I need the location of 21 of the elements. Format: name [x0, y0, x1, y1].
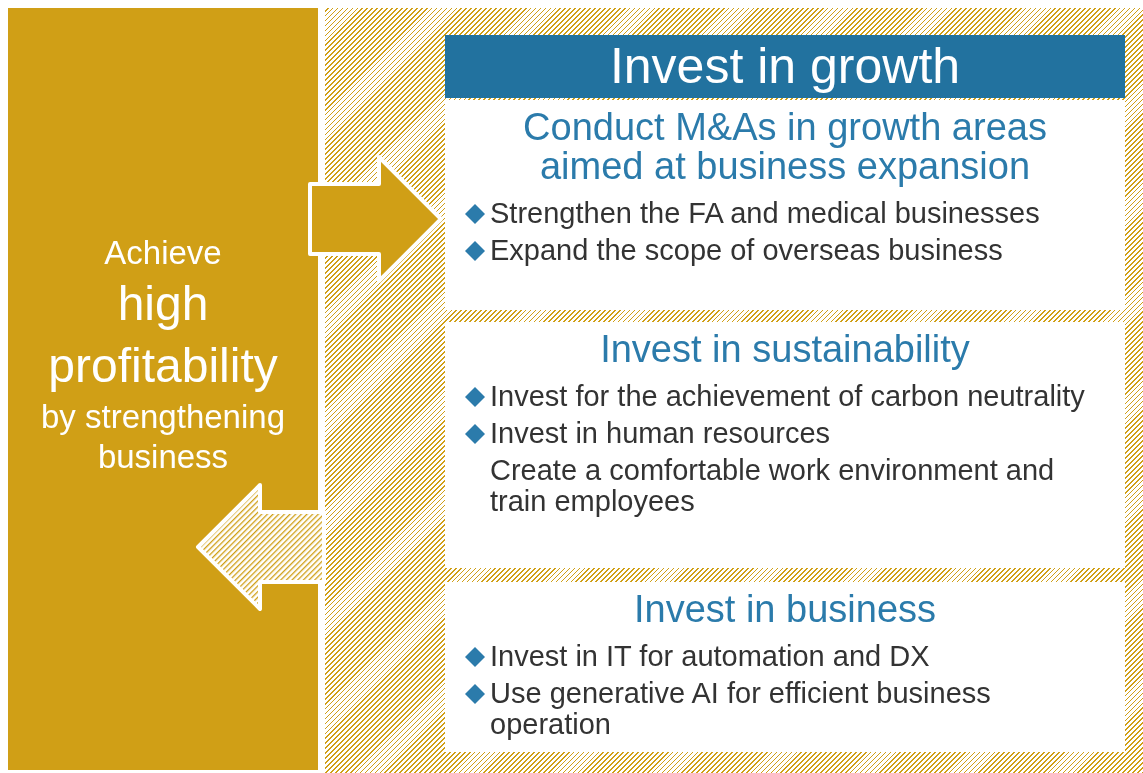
bullet-text: Expand the scope of overseas business	[490, 235, 1003, 266]
header-banner: Invest in growth	[445, 35, 1125, 98]
block-arrow	[196, 483, 326, 611]
hatched-panel	[325, 8, 1143, 773]
initiative-box	[445, 100, 1125, 310]
goal-text: by strengthening business	[40, 397, 286, 477]
bullet-text: Invest in human resources	[490, 418, 831, 449]
initiative-box	[445, 322, 1125, 568]
section-heading: Invest in sustainability	[599, 330, 971, 369]
bullet-text: Invest in IT for automation and DX	[490, 641, 930, 672]
bullet-text: Use generative AI for efficient business operation	[490, 678, 992, 740]
goal-text: Achieve	[103, 233, 223, 273]
section-heading: Invest in business	[632, 590, 938, 629]
goal-text: high profitability	[47, 276, 279, 394]
bullet-text: Invest for the achievement of carbon neutrality	[490, 381, 1085, 412]
block-arrow	[308, 155, 443, 283]
bullet-text: Create a comfortable work environment and train employees	[490, 455, 1056, 517]
goal-panel	[8, 8, 318, 770]
initiative-box	[445, 582, 1125, 752]
bullet-text: Strengthen the FA and medical businesses	[490, 198, 1040, 229]
section-heading: Conduct M&As in growth areas aimed at business expansion	[522, 108, 1048, 186]
